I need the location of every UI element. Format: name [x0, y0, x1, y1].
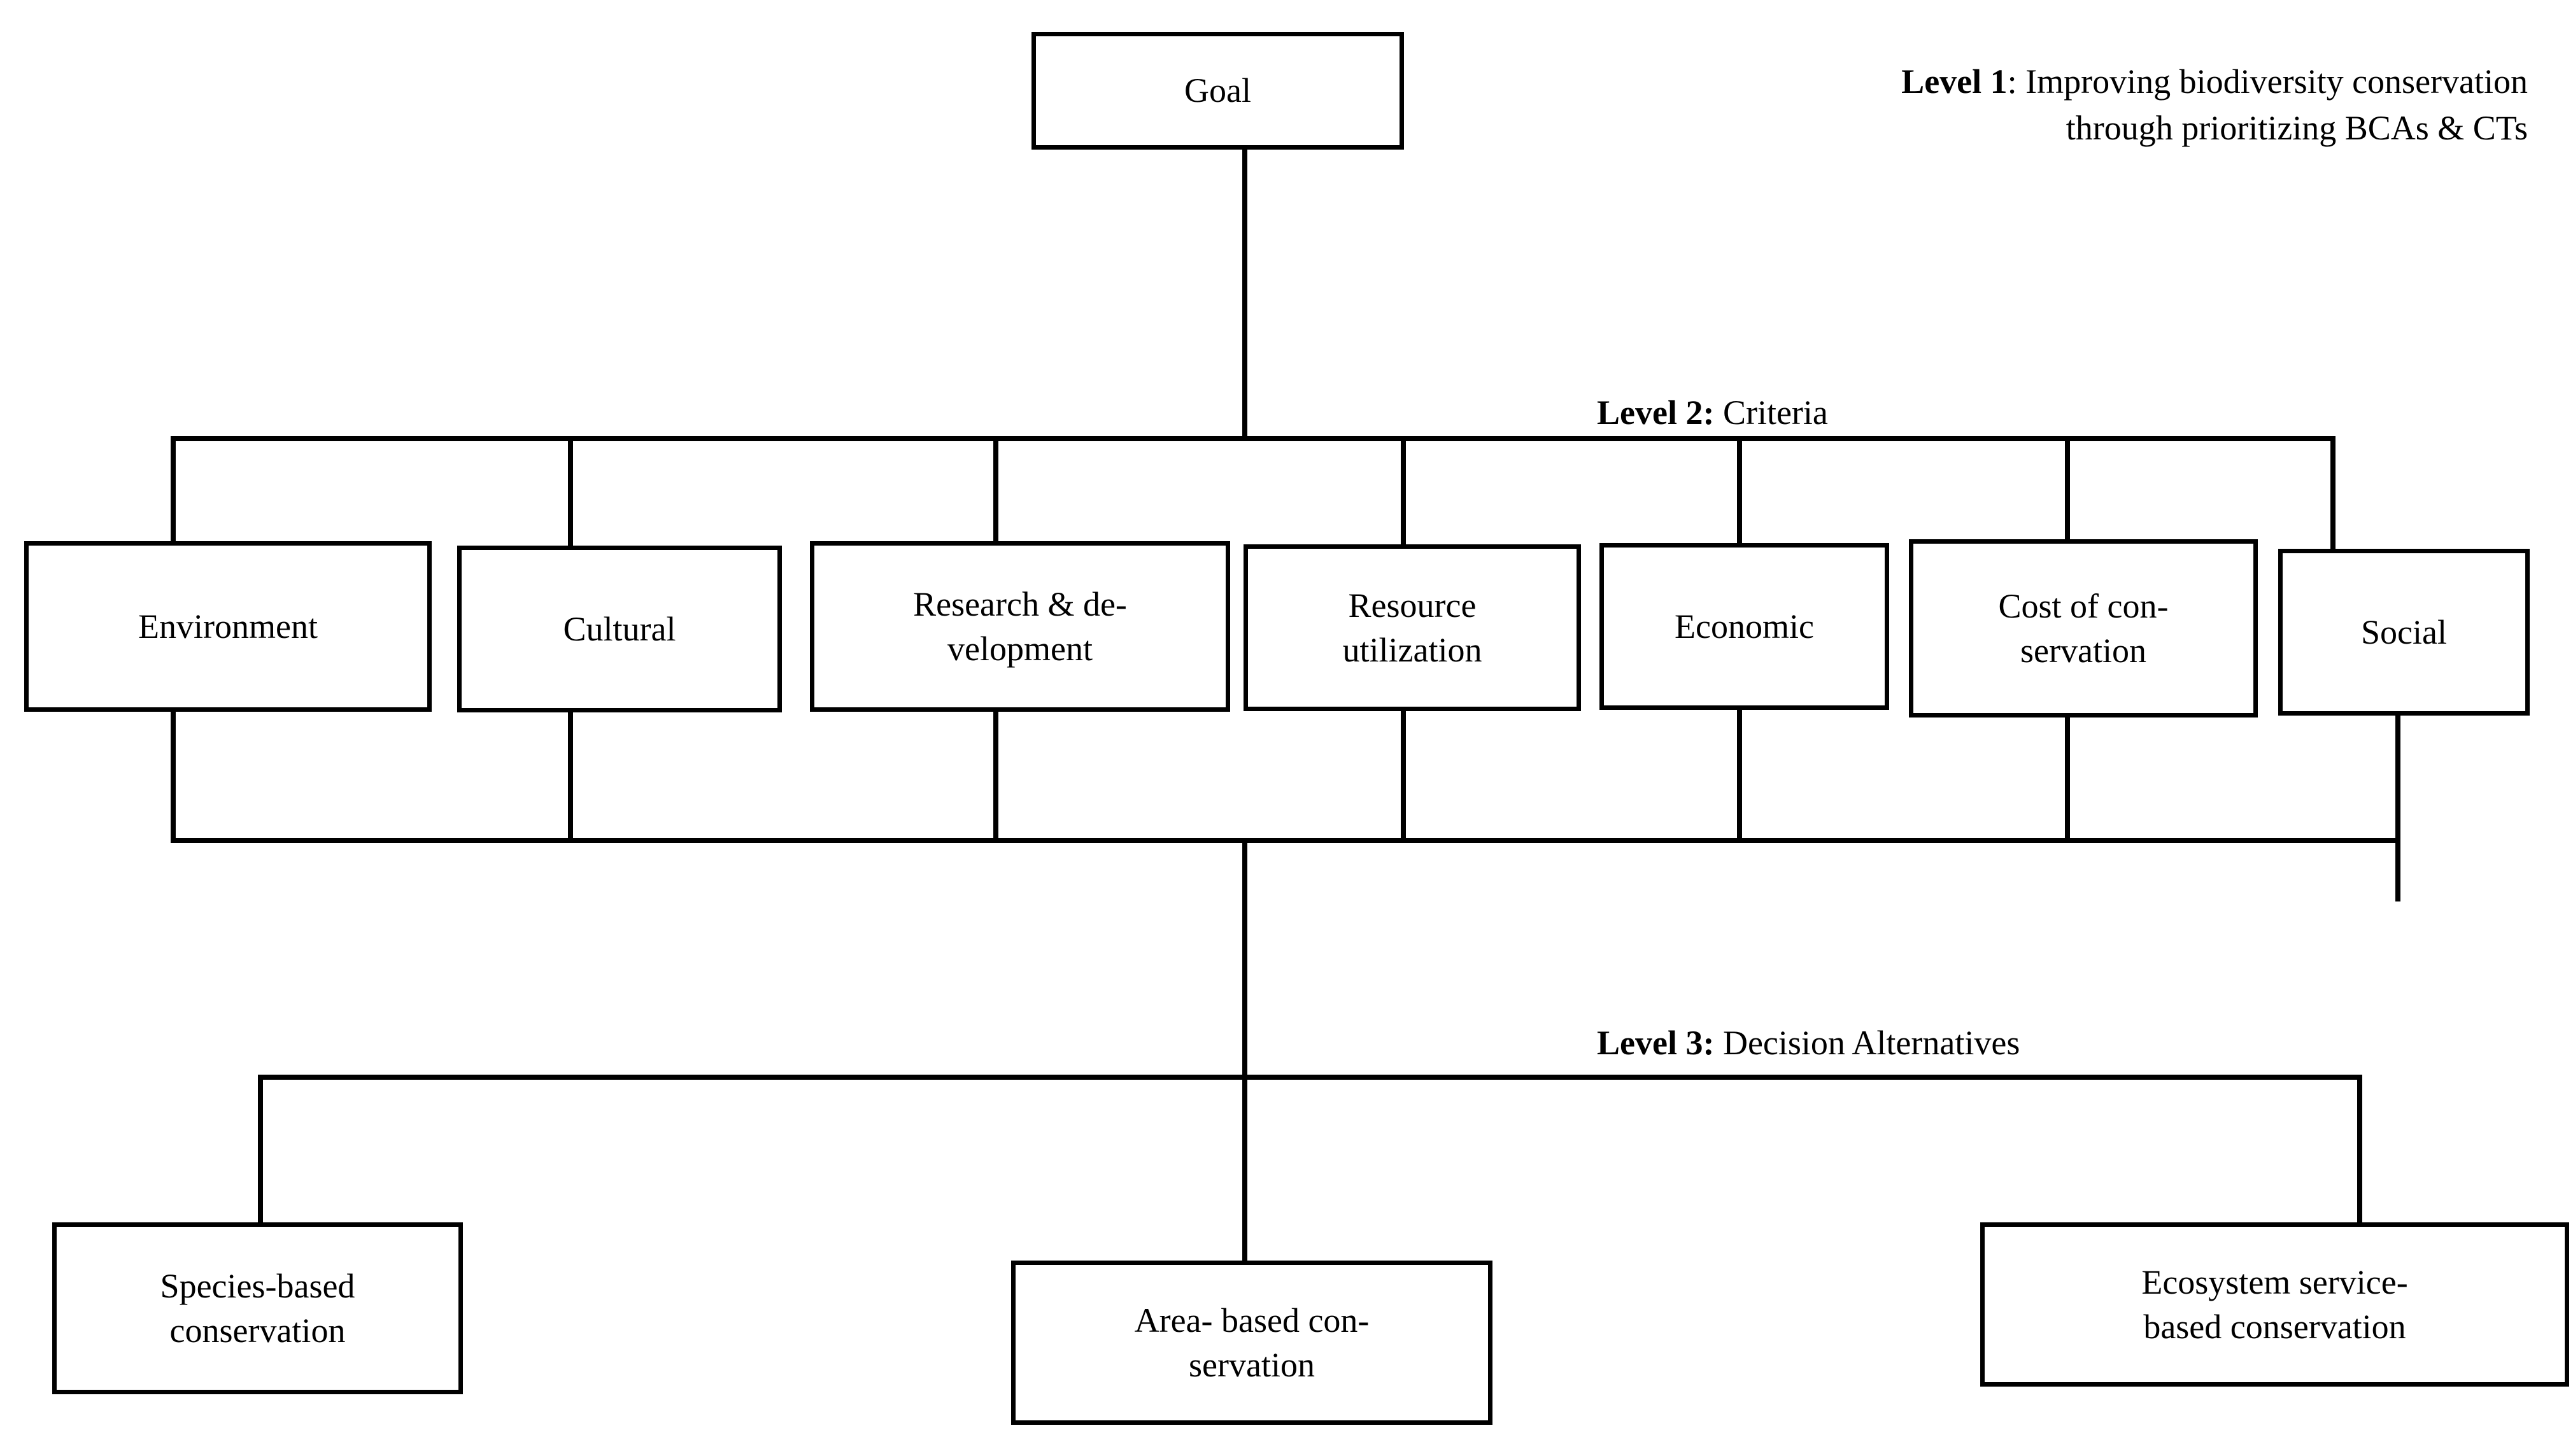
connector-drop-environment-top — [171, 436, 176, 543]
node-species-based-conservation-label: Species-based conservation — [160, 1266, 355, 1350]
node-social[interactable]: Social — [2278, 549, 2530, 716]
node-species-based-conservation[interactable]: Species-based conservation — [52, 1222, 463, 1394]
connector-rise-economic-bottom — [1737, 710, 1742, 842]
connector-rise-social-bottom — [2395, 716, 2400, 901]
level-2-tag: Level 2: Criteria — [1597, 344, 2488, 436]
level-2-tag-bold: Level 2: — [1597, 393, 1715, 432]
node-area-based-conservation[interactable]: Area- based con- servation — [1011, 1261, 1492, 1425]
node-economic-label: Economic — [1675, 607, 1814, 646]
node-environment[interactable]: Environment — [24, 541, 432, 712]
connector-drop-species-based — [258, 1075, 263, 1225]
connector-criteria-top-bus — [171, 436, 2336, 441]
node-cultural[interactable]: Cultural — [457, 546, 782, 712]
connector-drop-cost-top — [2065, 436, 2070, 541]
node-social-label: Social — [2361, 612, 2447, 651]
node-ecosystem-service-based-conservation[interactable]: Ecosystem service- based conservation — [1980, 1222, 2569, 1387]
connector-center-stem — [1242, 838, 1247, 1264]
connector-alternatives-bus — [258, 1075, 2362, 1080]
node-economic[interactable]: Economic — [1599, 543, 1889, 710]
node-goal-label: Goal — [1184, 71, 1251, 110]
connector-drop-ecosystem-service-based — [2357, 1075, 2362, 1225]
node-research-development-label: Research & de- velopment — [913, 584, 1127, 668]
level-2-tag-rest: Criteria — [1714, 393, 1828, 432]
node-cultural-label: Cultural — [563, 609, 676, 648]
connector-rise-research-bottom — [993, 712, 998, 842]
level-3-tag-rest: Decision Alternatives — [1714, 1024, 2020, 1063]
node-environment-label: Environment — [138, 607, 318, 646]
connector-rise-cultural-bottom — [568, 712, 573, 842]
level-3-tag-bold: Level 3: — [1597, 1024, 1715, 1063]
node-resource-utilization[interactable]: Resource utilization — [1244, 544, 1581, 711]
level-3-tag: Level 3: Decision Alternatives — [1597, 974, 2520, 1066]
connector-goal-stem — [1242, 148, 1247, 441]
node-ecosystem-service-based-conservation-label: Ecosystem service- based conservation — [2141, 1262, 2408, 1346]
connector-criteria-bottom-bus — [171, 838, 2400, 843]
level-1-tag-rest: : Improving biodiversity conservation th… — [2007, 62, 2528, 147]
connector-drop-economic-top — [1737, 436, 1742, 546]
connector-rise-environment-bottom — [171, 712, 176, 842]
level-1-tag: Level 1: Improving biodiversity conserva… — [1388, 13, 2528, 151]
node-cost-of-conservation-label: Cost of con- servation — [1998, 586, 2169, 670]
node-cost-of-conservation[interactable]: Cost of con- servation — [1909, 539, 2258, 717]
connector-drop-resource-top — [1401, 436, 1406, 546]
node-area-based-conservation-label: Area- based con- servation — [1134, 1301, 1370, 1384]
node-resource-utilization-label: Resource utilization — [1342, 586, 1482, 669]
node-research-development[interactable]: Research & de- velopment — [810, 541, 1230, 712]
node-goal[interactable]: Goal — [1031, 32, 1404, 150]
connector-drop-research-top — [993, 436, 998, 543]
connector-rise-cost-bottom — [2065, 717, 2070, 842]
level-1-tag-bold: Level 1 — [1901, 62, 2008, 101]
connector-drop-cultural-top — [568, 436, 573, 548]
connector-rise-resource-bottom — [1401, 711, 1406, 842]
connector-drop-social-top — [2330, 436, 2336, 551]
